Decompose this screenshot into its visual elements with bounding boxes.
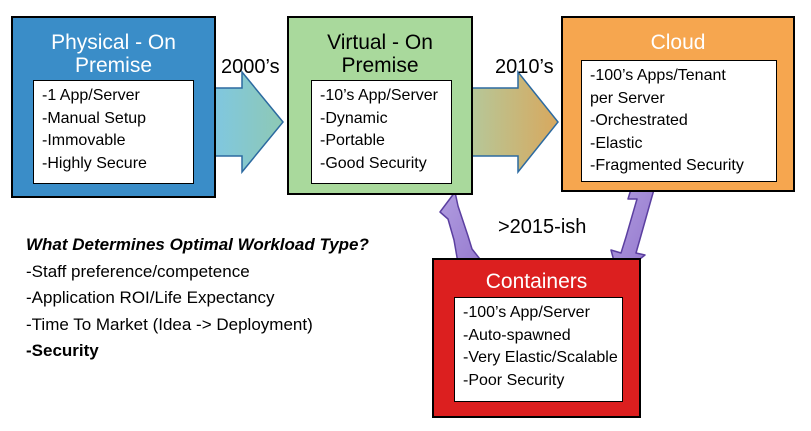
physical-title-line1: Physical - On (51, 31, 176, 54)
arrow-2000s (211, 69, 284, 175)
consideration-item: -Application ROI/Life Expectancy (26, 288, 275, 307)
arrow-2010s (469, 69, 559, 175)
virtual-title-line2: Premise (341, 54, 419, 77)
list-item: -Good Security (320, 154, 427, 172)
cloud-box: Cloud -100’s Apps/Tenant per Server -Orc… (561, 16, 795, 192)
list-item: -Elastic (590, 134, 643, 152)
list-item: -Dynamic (320, 109, 388, 127)
containers-list: -100’s App/Server -Auto-spawned -Very El… (454, 297, 623, 402)
list-item: -10’s App/Server (320, 87, 438, 104)
cloud-title: Cloud (650, 31, 706, 54)
considerations: What Determines Optimal Workload Type? -… (26, 232, 369, 365)
physical-title-line2: Premise (74, 54, 153, 77)
cloud-list: -100’s Apps/Tenant per Server -Orchestra… (581, 60, 777, 182)
list-item: -Auto-spawned (463, 326, 571, 344)
virtual-box: Virtual - On Premise -10’s App/Server -D… (287, 16, 473, 195)
list-item: -Manual Setup (42, 109, 147, 127)
virtual-list: -10’s App/Server -Dynamic -Portable -Goo… (311, 80, 452, 184)
list-item: -100’s App/Server (463, 304, 590, 321)
list-item: -1 App/Server (42, 87, 140, 104)
list-item: -Immovable (42, 132, 126, 149)
list-item: -Very Elastic/Scalable (463, 349, 618, 366)
list-item: per Server (590, 89, 665, 107)
era-2015-label: >2015-ish (498, 216, 587, 238)
considerations-question: What Determines Optimal Workload Type? (26, 235, 369, 254)
consideration-security: -Security (26, 341, 99, 360)
era-2000s-label: 2000’s (221, 56, 280, 78)
list-item: -Portable (320, 132, 385, 149)
virtual-title-line1: Virtual - On (327, 31, 433, 54)
era-2010s-label: 2010’s (495, 56, 554, 78)
containers-title: Containers (485, 270, 588, 293)
containers-box: Containers -100’s App/Server -Auto-spawn… (432, 258, 641, 418)
list-item: -Highly Secure (42, 154, 147, 172)
physical-box: Physical - On Premise -1 App/Server -Man… (11, 16, 216, 198)
consideration-item: -Staff preference/competence (26, 261, 250, 281)
list-item: -100’s Apps/Tenant (590, 67, 726, 84)
list-item: -Fragmented Security (590, 157, 744, 174)
list-item: -Orchestrated (590, 112, 688, 129)
physical-list: -1 App/Server -Manual Setup -Immovable -… (33, 80, 194, 184)
list-item: -Poor Security (463, 371, 565, 389)
consideration-item: -Time To Market (Idea -> Deployment) (26, 314, 313, 334)
